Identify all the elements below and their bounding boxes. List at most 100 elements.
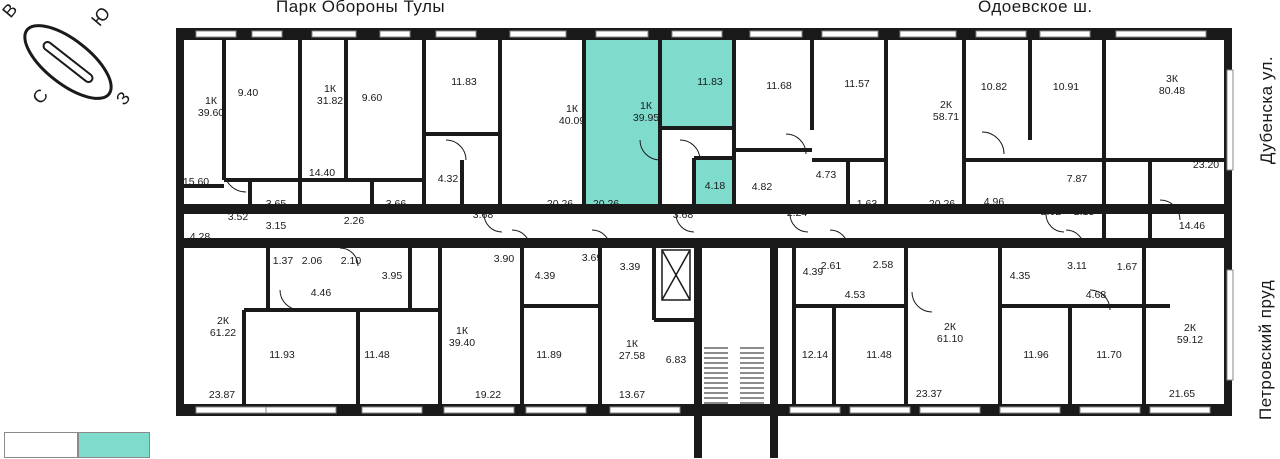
room-area: 20.26 xyxy=(547,198,573,210)
room-area: 6.83 xyxy=(666,354,687,366)
compass-icon xyxy=(23,24,113,100)
apartment-area: 61.10 xyxy=(937,333,963,345)
apartment-type: 1К xyxy=(205,95,218,107)
apartment-type: 1К xyxy=(626,338,639,350)
room-area: 9.60 xyxy=(362,92,383,104)
room-area: 19.22 xyxy=(475,389,501,401)
room-area: 4.96 xyxy=(984,196,1005,208)
room-area: 2.06 xyxy=(302,255,323,267)
apartment-area: 31.82 xyxy=(317,95,343,107)
windows xyxy=(195,30,1234,414)
apartment-type: 2К xyxy=(944,321,957,333)
room-area: 10.82 xyxy=(981,81,1007,93)
room-area: 10.91 xyxy=(1053,81,1079,93)
room-area: 3.65 xyxy=(266,198,287,210)
apartment-type: 1К xyxy=(640,100,653,112)
room-area: 21.65 xyxy=(1169,388,1195,400)
room-area: 3.90 xyxy=(494,253,515,265)
room-area: 1.67 xyxy=(1117,261,1138,273)
partitions-lower xyxy=(242,248,1170,404)
room-area: 1.63 xyxy=(857,198,878,210)
room-area: 3.39 xyxy=(620,261,641,273)
room-area: 3.15 xyxy=(266,220,287,232)
apartment-type: 2К xyxy=(217,315,230,327)
room-area: 11.89 xyxy=(536,349,562,361)
partitions-upper xyxy=(184,40,1224,248)
apartment-area: 27.58 xyxy=(619,350,645,362)
stairwell xyxy=(704,347,764,404)
room-area: 2.10 xyxy=(341,255,362,267)
apartment-labels: 1К39.601К31.821К40.091К39.952К58.713К80.… xyxy=(198,73,1203,362)
room-area: 4.18 xyxy=(705,180,726,192)
room-area: 11.83 xyxy=(451,76,477,88)
room-area: 3.69 xyxy=(582,252,603,264)
room-area: 3.66 xyxy=(386,198,407,210)
room-area: 11.68 xyxy=(766,80,792,92)
room-area: 20.26 xyxy=(929,198,955,210)
apartment-area: 58.71 xyxy=(933,111,959,123)
apartment-area: 61.22 xyxy=(210,327,236,339)
room-area: 4.11 xyxy=(1114,238,1134,250)
room-area: 1.78 xyxy=(817,203,838,215)
room-area: 4.68 xyxy=(1086,289,1107,301)
apartment-type: 2К xyxy=(940,99,953,111)
room-area: 23.37 xyxy=(916,388,942,400)
room-area: 23.87 xyxy=(209,389,235,401)
room-area: 3.11 xyxy=(1067,260,1087,272)
apartment-area: 39.95 xyxy=(633,112,659,124)
street-label-petrovsky-pond: Петровский пруд xyxy=(1256,279,1275,420)
room-area: 2.13 xyxy=(1074,206,1095,218)
room-area: 3.68 xyxy=(473,209,494,221)
apartment-type: 1К xyxy=(456,325,469,337)
apartment-type: 1К xyxy=(566,103,579,115)
room-area: 14.46 xyxy=(1179,220,1205,232)
room-area: 4.35 xyxy=(1010,270,1031,282)
room-area: 11.83 xyxy=(697,76,723,88)
selected-apartment-fill xyxy=(584,40,734,204)
room-area: 4.73 xyxy=(816,169,837,181)
apartment-type: 2К xyxy=(1184,322,1197,334)
room-area: 4.28 xyxy=(190,231,211,243)
room-area: 23.20 xyxy=(1193,159,1219,171)
room-area: 3.95 xyxy=(382,270,403,282)
apartment-area: 39.60 xyxy=(198,107,224,119)
street-label-odoevskoe: Одоевское ш. xyxy=(978,0,1093,16)
room-area: 4.32 xyxy=(438,173,459,185)
room-area: 15.60 xyxy=(183,176,209,188)
apartment-area: 80.48 xyxy=(1159,85,1185,97)
apartment-type: 3К xyxy=(1166,73,1179,85)
room-area: 12.14 xyxy=(802,349,828,361)
room-area: 11.48 xyxy=(364,349,390,361)
room-area: 4.39 xyxy=(803,266,824,278)
street-label-dubenska: Дубенска ул. xyxy=(1257,55,1276,165)
room-area: 4.39 xyxy=(535,270,556,282)
room-area: 11.57 xyxy=(844,78,870,90)
room-area: 11.96 xyxy=(1023,349,1049,361)
elevator-shaft xyxy=(661,249,691,301)
legend-available-swatch xyxy=(4,432,78,458)
room-area: 11.93 xyxy=(269,349,295,361)
room-area: 7.87 xyxy=(1067,173,1088,185)
room-area: 9.40 xyxy=(238,87,259,99)
room-area: 3.68 xyxy=(673,209,694,221)
room-area: 14.40 xyxy=(309,167,335,179)
room-area: 3.52 xyxy=(228,211,249,223)
room-area: 4.53 xyxy=(845,289,866,301)
street-label-park: Парк Обороны Тулы xyxy=(276,0,446,16)
room-area: 2.26 xyxy=(344,215,365,227)
apartment-area: 39.40 xyxy=(449,337,475,349)
room-area: 4.82 xyxy=(752,181,773,193)
room-area: 4.46 xyxy=(311,287,332,299)
room-area: 20.26 xyxy=(593,198,619,210)
legend-selected-swatch xyxy=(78,432,150,458)
room-area: 11.48 xyxy=(866,349,892,361)
room-area: 1.90 xyxy=(312,205,333,217)
door-swings xyxy=(223,131,1181,313)
room-area: 1.37 xyxy=(273,255,294,267)
apartment-type: 1К xyxy=(324,83,337,95)
room-area: 2.58 xyxy=(873,259,894,271)
room-area-labels: 9.40 15.60 3.52 3.65 4.28 3.15 9.60 14.40 1.90 2.… xyxy=(183,76,1219,401)
apartment-area: 59.12 xyxy=(1177,334,1203,346)
room-area: 2.02 xyxy=(1041,206,1062,218)
